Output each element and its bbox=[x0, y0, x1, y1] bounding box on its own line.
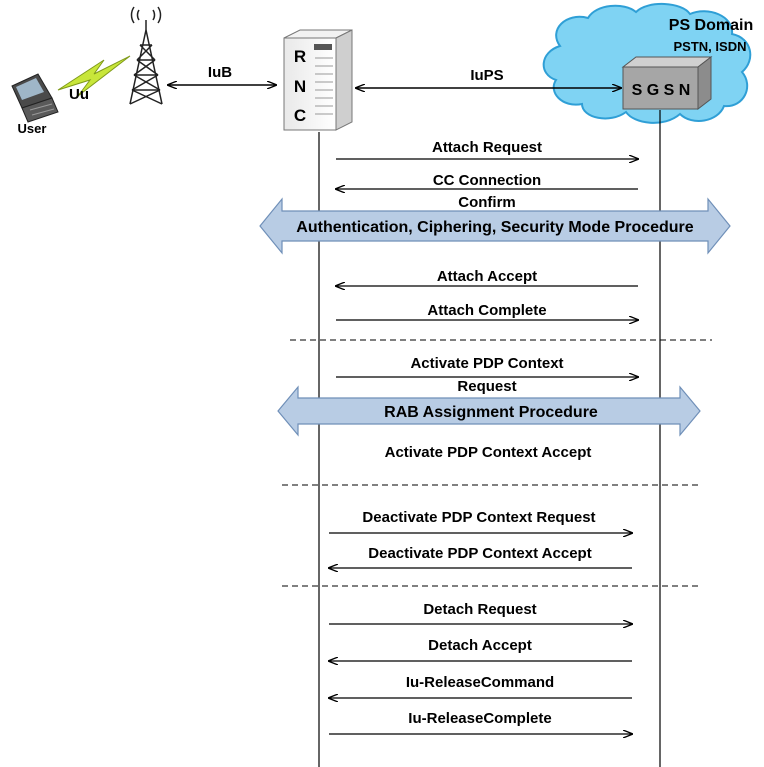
tower-icon bbox=[129, 6, 163, 105]
iu-release-command-label: Iu-ReleaseCommand bbox=[406, 674, 554, 691]
user-label: User bbox=[18, 121, 47, 136]
sgsn-label: S G S N bbox=[632, 82, 691, 99]
detach-accept-label: Detach Accept bbox=[428, 637, 532, 654]
activate-pdp-label-line2: Request bbox=[457, 378, 516, 395]
deactivate-pdp-accept-label: Deactivate PDP Context Accept bbox=[368, 545, 591, 562]
attach-request-label: Attach Request bbox=[432, 139, 542, 156]
iub-label: IuB bbox=[208, 64, 232, 81]
auth-procedure-label: Authentication, Ciphering, Security Mode… bbox=[296, 219, 693, 236]
ps-domain-label: PS Domain bbox=[669, 17, 753, 34]
rnc-server-icon bbox=[283, 29, 353, 131]
attach-complete-label: Attach Complete bbox=[427, 302, 546, 319]
uu-label: Uu bbox=[69, 86, 89, 103]
iu-release-complete-label: Iu-ReleaseComplete bbox=[408, 710, 551, 727]
sgsn-box bbox=[621, 55, 713, 111]
deactivate-pdp-request-label: Deactivate PDP Context Request bbox=[362, 509, 595, 526]
rnc-letter-c: C bbox=[294, 106, 306, 125]
user-phone-icon bbox=[11, 73, 59, 123]
detach-request-label: Detach Request bbox=[423, 601, 536, 618]
attach-accept-label: Attach Accept bbox=[437, 268, 537, 285]
rab-procedure-label: RAB Assignment Procedure bbox=[384, 404, 598, 421]
rab-procedure-arrow bbox=[277, 385, 701, 437]
iups-label: IuPS bbox=[470, 67, 503, 84]
activate-pdp-label-line1: Activate PDP Context bbox=[410, 355, 563, 372]
activate-pdp-accept-label: Activate PDP Context Accept bbox=[385, 444, 592, 461]
rnc-letter-n: N bbox=[294, 77, 306, 96]
rnc-letter-r: R bbox=[294, 47, 306, 66]
ps-domain-subtitle: PSTN, ISDN bbox=[674, 39, 747, 54]
cc-connection-label-line2: Confirm bbox=[458, 194, 516, 211]
lightning-icon bbox=[57, 55, 131, 97]
cc-connection-label-line1: CC Connection bbox=[433, 172, 541, 189]
auth-procedure-arrow bbox=[259, 197, 731, 255]
